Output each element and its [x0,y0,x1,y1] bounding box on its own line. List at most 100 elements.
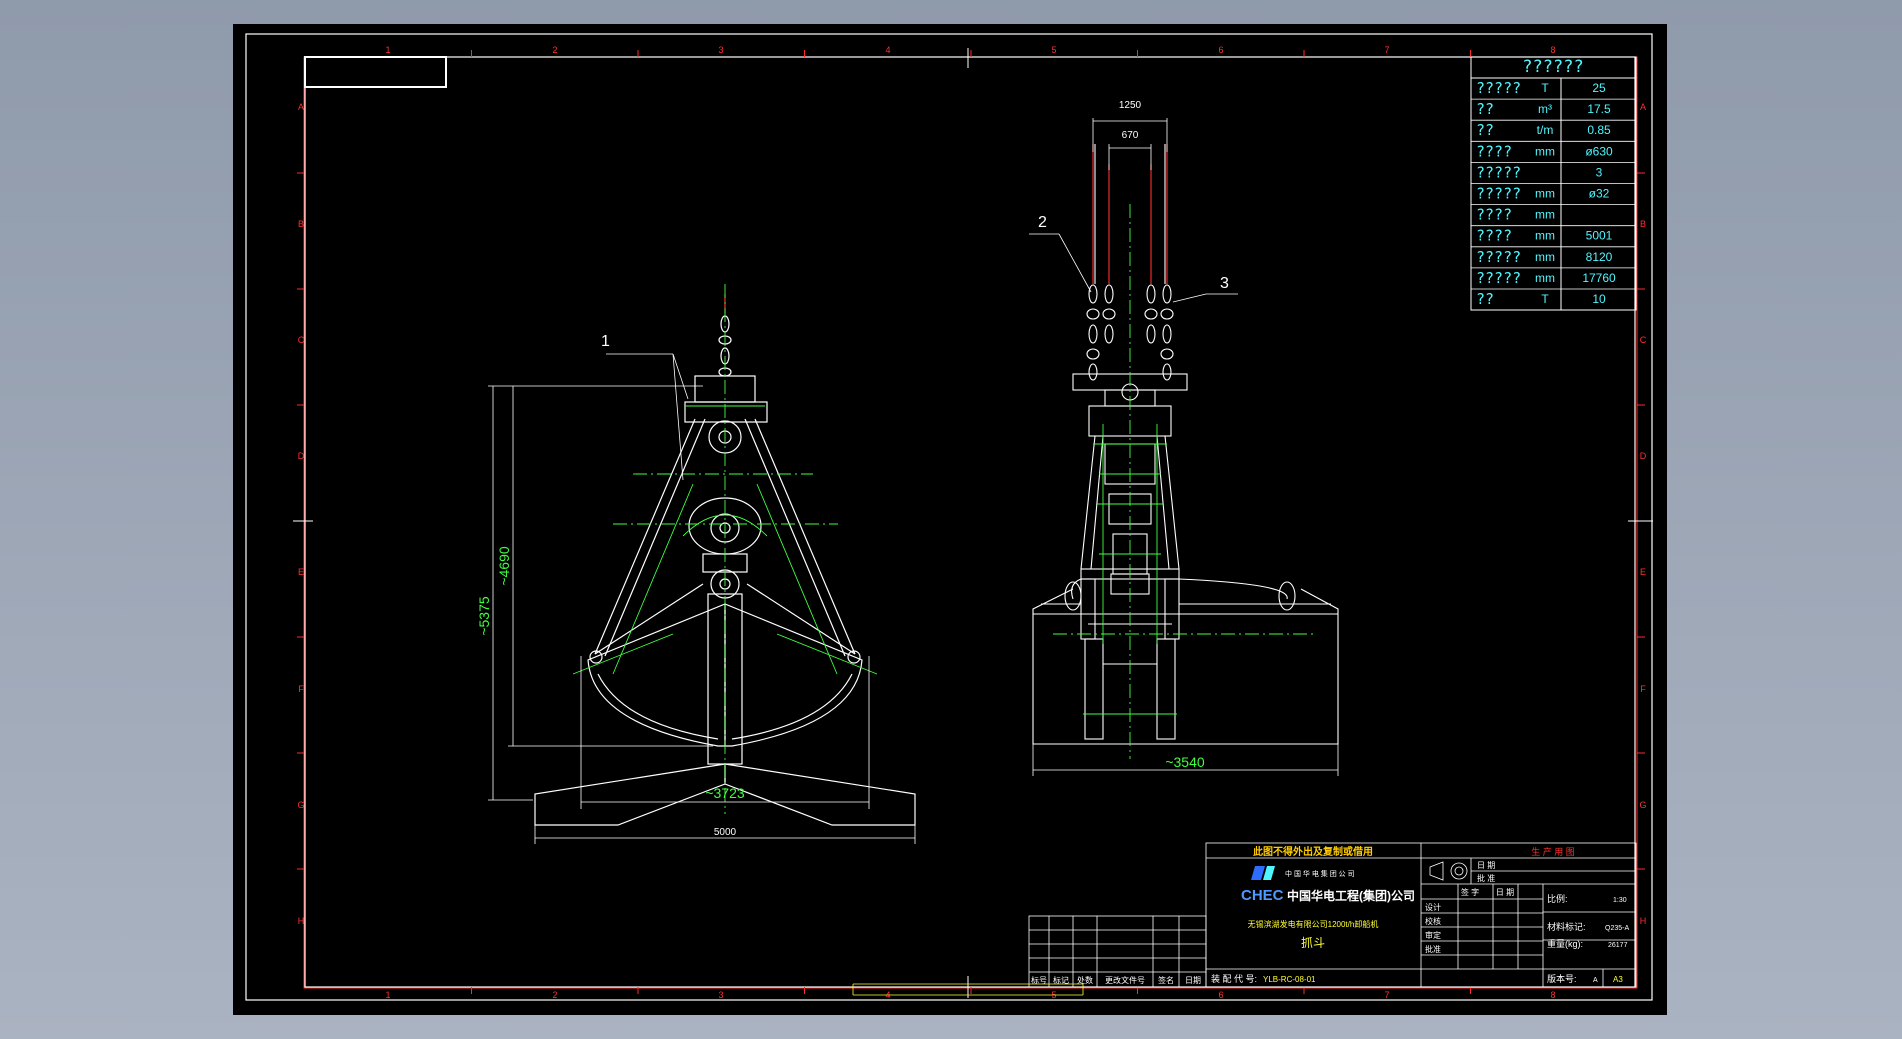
spec-row-unit: mm [1535,144,1555,158]
side-centerlines [1053,204,1313,759]
revision-table [852,915,1207,996]
row-letter-right: B [1640,219,1646,229]
approve2-label: 批准 [1425,944,1441,954]
title-block [1205,842,1637,988]
row-letter-right: C [1640,335,1647,345]
date2-label: 日 期 [1496,888,1514,897]
sheet-label: 版本号: [1547,973,1577,984]
column-number-top: 7 [1384,45,1389,55]
column-number-top: 5 [1051,45,1056,55]
column-number-bottom: 3 [718,990,723,1000]
weight-value: 26177 [1608,942,1628,949]
scale-label: 比例: [1547,893,1568,904]
sign-label: 签 字 [1461,887,1479,897]
row-letter-right: E [1640,567,1646,577]
company-logo [1251,866,1275,880]
revision-header: 签名 [1158,975,1174,985]
revision-header: 标记 [1053,975,1069,985]
dim-width-open: ~3723 [705,785,745,801]
spec-row-value: 25 [1592,81,1606,95]
inner-frame [304,56,1636,988]
sheet-value: A [1593,977,1598,984]
spec-row-value: ø630 [1585,144,1613,158]
spec-row-value: 5001 [1586,229,1613,243]
row-letter-right: G [1639,800,1646,810]
red-frame [303,56,1638,989]
spec-row-unit: mm [1535,229,1555,243]
revision-header: 日期 [1185,976,1201,985]
spec-row-name: ???? [1476,227,1512,245]
front-dims [488,353,916,844]
project-name: 无锡滨湖发电有限公司1200t/h卸船机 [1248,919,1379,929]
spec-row-name: ????? [1476,79,1521,97]
warning-text: 此图不得外出及复制或借用 [1253,845,1373,858]
dim-height-inner: ~4690 [496,546,512,586]
side-view [1032,144,1339,745]
spec-table-title: ?????? [1522,57,1583,77]
dim-side-top-inner: 670 [1122,130,1139,141]
check-label: 校核 [1425,916,1441,926]
corner-box [304,56,447,88]
column-number-bottom: 2 [552,990,557,1000]
review-label: 审定 [1425,930,1441,940]
size-value: A3 [1613,975,1623,984]
row-letter-right: H [1640,916,1647,926]
spec-row-name: ?? [1476,290,1494,308]
spec-row-name: ????? [1476,163,1521,181]
spec-row-unit: t/m [1537,123,1554,137]
part-label-2: 2 [1038,214,1047,231]
spec-row-name: ???? [1476,142,1512,160]
column-number-bottom: 6 [1218,990,1223,1000]
spec-row-unit: T [1541,292,1549,306]
spec-row-name: ?? [1476,100,1494,118]
production-label: 生 产 用 图 [1531,846,1575,857]
approve-label: 批 准 [1477,873,1495,883]
column-number-top: 6 [1218,45,1223,55]
revision-header: 处数 [1077,975,1093,985]
revision-header: 更改文件号 [1105,975,1145,985]
spec-row-name: ????? [1476,248,1521,266]
spec-row-value: 3 [1596,165,1603,179]
row-letter-left: D [298,451,305,461]
spec-row-value: 17760 [1582,271,1616,285]
row-letter-left: B [298,219,304,229]
spec-row-name: ???? [1476,206,1512,224]
row-letter-left: E [298,567,304,577]
title-block-text: 此图不得外出及复制或借用 中 国 华 电 集 团 公 司 CHEC 中国华电工程… [1211,845,1629,984]
dim-side-top-outer: 1250 [1119,100,1142,111]
spec-row-unit: mm [1535,187,1555,201]
drawing-name: 抓斗 [1301,936,1325,950]
spec-row-unit: mm [1535,271,1555,285]
company-name: 中国华电工程(集团)公司 [1287,888,1415,903]
scale-value: 1:30 [1613,897,1627,904]
part-label-3: 3 [1220,275,1229,292]
part-label-1: 1 [601,333,610,350]
spec-row-name: ????? [1476,269,1521,287]
dim-height-total: ~5375 [476,596,492,636]
design-label: 设计 [1425,902,1441,912]
outer-frame [245,33,1653,1001]
material-value: Q235-A [1605,925,1629,932]
column-number-bottom: 7 [1384,990,1389,1000]
spec-row-name: ????? [1476,185,1521,203]
column-number-top: 1 [385,45,390,55]
weight-label: 重量(kg): [1547,938,1583,949]
dim-width-tines: 5000 [714,827,737,838]
column-number-top: 3 [718,45,723,55]
spec-row-value: 17.5 [1587,102,1611,116]
row-letter-left: H [298,916,305,926]
column-number-top: 2 [552,45,557,55]
revision-header: 标号 [1031,975,1047,985]
spec-row-value: 0.85 [1587,123,1611,137]
row-letter-left: C [298,335,305,345]
column-number-bottom: 8 [1550,990,1555,1000]
column-number-top: 4 [885,45,890,55]
row-letter-right: F [1640,684,1646,694]
spec-row-value: ø32 [1589,187,1610,201]
company-small: 中 国 华 电 集 团 公 司 [1285,869,1355,878]
spec-row-name: ?? [1476,121,1494,139]
column-number-top: 8 [1550,45,1555,55]
